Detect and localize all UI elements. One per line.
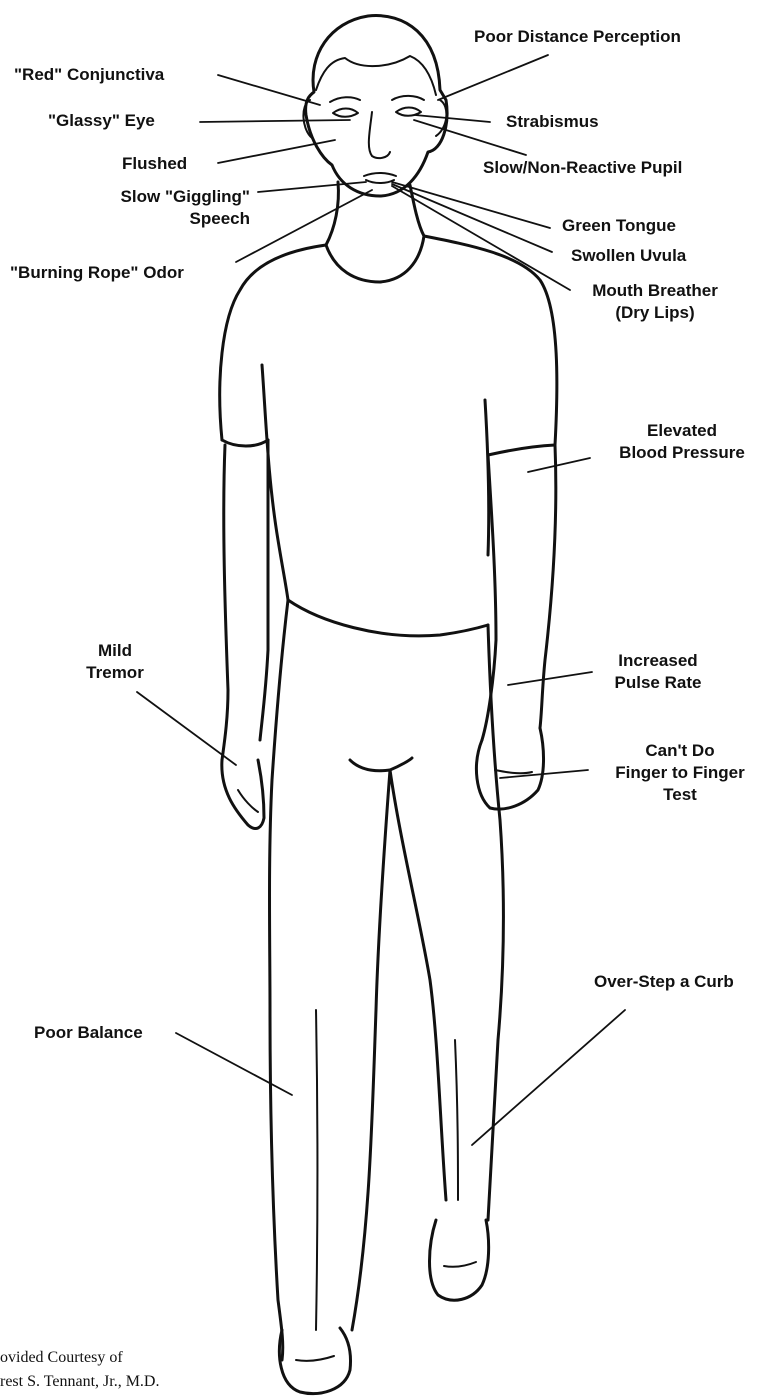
- leader-mouth-breather: [392, 186, 570, 290]
- figure-outline: [220, 16, 557, 1394]
- shoe-right-sole: [444, 1262, 476, 1267]
- label-mouth-breather: Mouth Breather (Dry Lips): [570, 280, 740, 324]
- leader-red-conjunctiva: [218, 75, 320, 105]
- shoulder-right: [424, 236, 557, 445]
- pants-left-inner: [352, 770, 390, 1330]
- shoe-left-sole: [296, 1356, 334, 1361]
- label-swollen-uvula: Swollen Uvula: [571, 245, 686, 267]
- hand-right-fingers: [495, 770, 532, 773]
- pants-crease-left: [316, 1010, 318, 1330]
- label-glassy-eye: "Glassy" Eye: [48, 110, 155, 132]
- head-outline: [306, 16, 447, 196]
- leader-elevated-bp: [528, 458, 590, 472]
- arm-left-inner: [260, 440, 268, 740]
- shoe-right: [430, 1220, 489, 1300]
- label-mild-tremor-line1: Mild: [70, 640, 160, 662]
- hand-left: [222, 760, 264, 829]
- label-slow-giggling-speech-line1: Slow "Giggling": [72, 186, 250, 208]
- sleeve-left: [222, 440, 268, 446]
- label-finger-test-line3: Test: [590, 784, 770, 806]
- label-finger-to-finger-test: Can't Do Finger to Finger Test: [590, 740, 770, 806]
- label-mild-tremor-line2: Tremor: [70, 662, 160, 684]
- leader-poor-balance: [176, 1033, 292, 1095]
- hand-right: [476, 728, 543, 809]
- leader-poor-distance: [438, 55, 548, 100]
- collar: [326, 236, 424, 282]
- label-slow-giggling-speech: Slow "Giggling" Speech: [72, 186, 250, 230]
- label-finger-test-line2: Finger to Finger: [590, 762, 770, 784]
- mouth: [366, 180, 394, 183]
- pants-right-inner: [390, 770, 446, 1200]
- credit-line-1: ovided Courtesy of: [0, 1346, 123, 1370]
- label-slow-nonreactive-pupil: Slow/Non-Reactive Pupil: [483, 157, 682, 179]
- leader-mild-tremor: [137, 692, 236, 765]
- label-mild-tremor: Mild Tremor: [70, 640, 160, 684]
- shoulder-left: [220, 245, 326, 440]
- brow-right: [392, 96, 424, 100]
- pants-left-outer: [270, 600, 289, 1360]
- label-burning-rope-odor: "Burning Rope" Odor: [10, 262, 184, 284]
- label-finger-test-line1: Can't Do: [590, 740, 770, 762]
- label-slow-giggling-speech-line2: Speech: [72, 208, 250, 230]
- label-elevated-bp-line1: Elevated: [596, 420, 768, 442]
- mouth-top: [364, 173, 396, 176]
- label-mouth-breather-line1: Mouth Breather: [570, 280, 740, 302]
- arm-right-outer: [540, 445, 556, 728]
- leader-flushed: [218, 140, 335, 163]
- sleeve-right: [488, 445, 555, 455]
- brow-left: [330, 97, 360, 102]
- label-over-step-a-curb: Over-Step a Curb: [594, 971, 734, 993]
- label-elevated-bp-line2: Blood Pressure: [596, 442, 768, 464]
- pants-crotch: [350, 758, 412, 771]
- waistline: [288, 600, 488, 636]
- label-poor-balance: Poor Balance: [34, 1022, 143, 1044]
- torso-left: [262, 365, 288, 600]
- label-flushed: Flushed: [122, 153, 187, 175]
- credit-line-2: rest S. Tennant, Jr., M.D.: [0, 1370, 159, 1394]
- pants-right-outer: [488, 625, 504, 1220]
- hand-left-fingers: [238, 790, 258, 812]
- label-increased-pulse-line1: Increased: [598, 650, 718, 672]
- label-red-conjunctiva: "Red" Conjunctiva: [14, 64, 164, 86]
- label-mouth-breather-line2: (Dry Lips): [570, 302, 740, 324]
- label-strabismus: Strabismus: [506, 111, 599, 133]
- arm-left-outer: [222, 445, 228, 760]
- leader-glassy-eye: [200, 120, 350, 122]
- leader-increased-pulse: [508, 672, 592, 685]
- leader-burning-rope: [236, 190, 372, 262]
- label-green-tongue: Green Tongue: [562, 215, 676, 237]
- pants-crease-right: [455, 1040, 458, 1200]
- leader-strabismus: [415, 115, 490, 122]
- hair-line: [316, 56, 436, 95]
- label-increased-pulse-rate: Increased Pulse Rate: [598, 650, 718, 694]
- eye-left: [333, 109, 358, 117]
- label-poor-distance-perception: Poor Distance Perception: [474, 26, 681, 48]
- label-increased-pulse-line2: Pulse Rate: [598, 672, 718, 694]
- label-elevated-blood-pressure: Elevated Blood Pressure: [596, 420, 768, 464]
- nose: [369, 112, 390, 158]
